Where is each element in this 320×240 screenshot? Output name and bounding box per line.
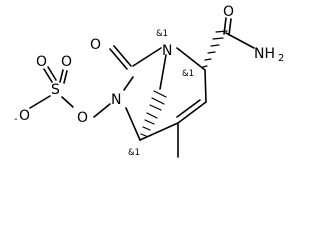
bond-n-bridgehead-bottom	[125, 107, 141, 141]
bond-o-n	[93, 103, 111, 118]
bond-cme-bridgehead	[139, 122, 179, 141]
atom-o-top2: O	[61, 54, 72, 70]
bond-carbonyl-c-nbridge	[132, 47, 162, 67]
bond-carbonyl-c-o-double	[109, 48, 128, 70]
bond-s-o-top1	[43, 68, 53, 83]
atom-nh: NH	[254, 46, 275, 62]
bond-nbridge-alpha	[176, 47, 206, 71]
atom-s: S	[51, 82, 60, 98]
stereo-bridgehead-top: &1	[156, 29, 168, 39]
atom-o-carbonyl: O	[90, 37, 101, 53]
charge-minus: -	[14, 114, 18, 125]
atom-n-bridge: N	[162, 43, 172, 59]
atom-o-amide: O	[223, 4, 234, 20]
atom-o-link: O	[77, 110, 88, 126]
bond-s-o-link	[61, 96, 74, 108]
atom-o-minus: O	[19, 108, 30, 124]
stereo-bridgehead-bottom: &1	[128, 148, 140, 158]
atom-o-top1: O	[36, 54, 47, 70]
hashed-wedge-bottom	[140, 90, 167, 137]
bond-s-o-minus	[29, 95, 51, 109]
bond-amide-c-o	[223, 17, 227, 35]
bond-ch-cme-double	[176, 99, 201, 118]
molecule-canvas: S O O O - O N O N O NH 2 &1 &1 &1	[14, 4, 284, 158]
bond-carbonyl-c-o	[113, 45, 132, 67]
bond-nbridge-ch2	[159, 54, 167, 90]
hashed-wedge-alpha	[202, 30, 228, 68]
bond-amide-c-n	[225, 32, 255, 49]
bond-amide-c-o-double	[228, 18, 232, 36]
bond-ch-cme	[177, 101, 207, 124]
molecule-diagram: S O O O - O N O N O NH 2 &1 &1 &1	[14, 4, 284, 158]
atom-n-ring: N	[111, 92, 121, 108]
stereo-alpha-carbon: &1	[182, 69, 194, 79]
bond-s-o-top2-double	[63, 70, 68, 84]
bond-s-o-top2	[59, 69, 64, 83]
bond-n-carbonyl-c	[123, 76, 134, 91]
bond-s-o-top1-double	[47, 66, 57, 81]
bond-alpha-ch	[204, 69, 207, 103]
atom-nh-subscript: 2	[278, 53, 284, 64]
